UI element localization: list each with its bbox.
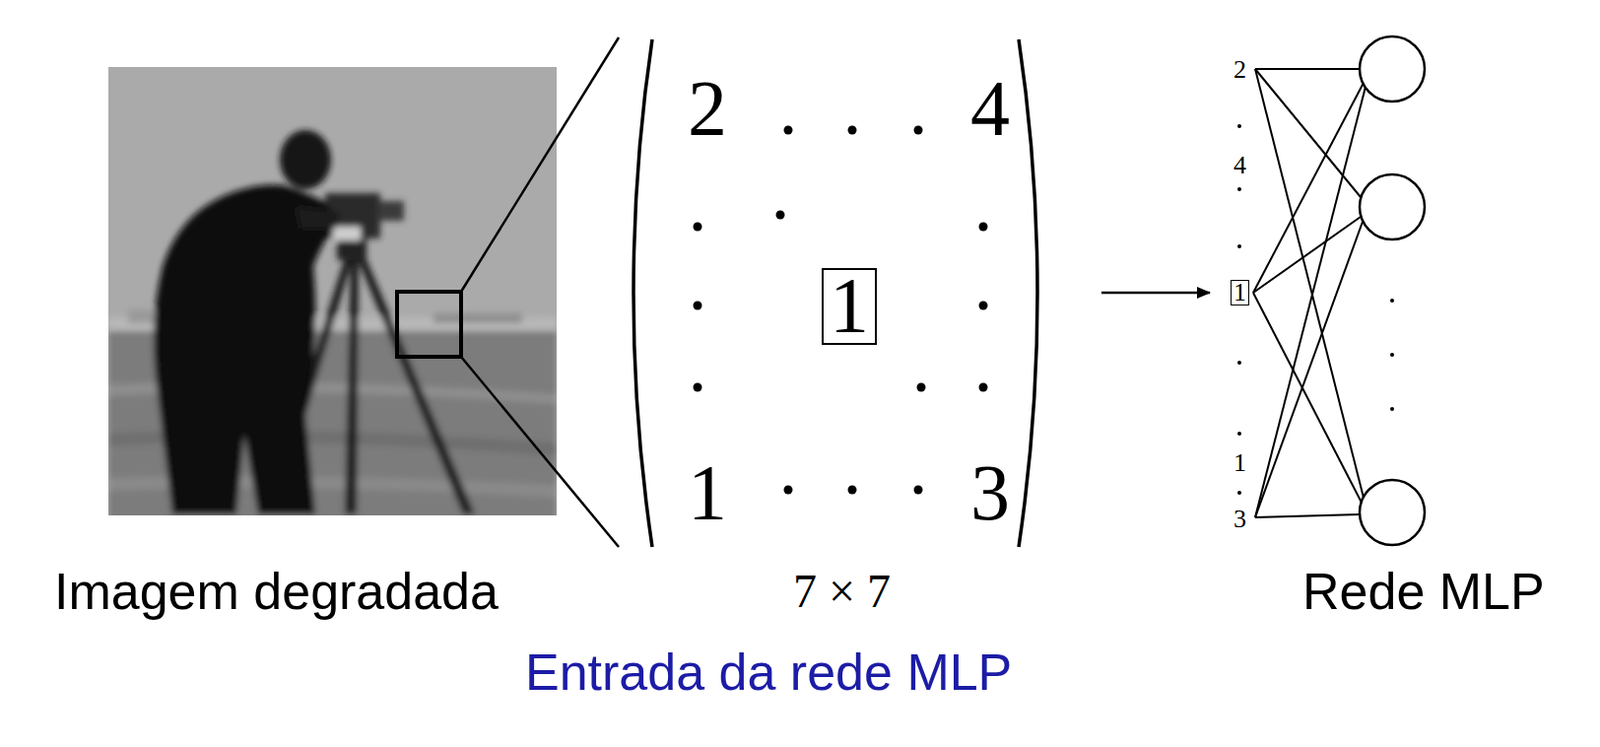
zoom-line: [461, 356, 619, 547]
neuron: [1359, 36, 1425, 545]
box-text: 1: [829, 269, 869, 343]
matrix-bracket: [1018, 39, 1038, 547]
flow-arrow: [1101, 291, 1210, 295]
degraded-photo: [108, 66, 557, 516]
image-label: Imagem degradada: [54, 565, 499, 617]
center-pixel-box: 1: [821, 267, 877, 345]
box-text: 1: [1233, 280, 1247, 305]
neuron-dots: [1390, 298, 1395, 411]
input-value: 1: [1233, 450, 1247, 476]
input-value: 4: [1233, 152, 1247, 179]
input-dots: [1237, 124, 1242, 495]
zoom-line: [461, 37, 619, 292]
size-label: 7 × 7: [793, 567, 891, 615]
matrix-bracket: [633, 39, 653, 547]
matrix-entry: 4: [970, 68, 1010, 148]
network-label: Rede MLP: [1302, 565, 1545, 617]
network-weights: [1253, 68, 1366, 518]
matrix-entry: 1: [687, 453, 728, 533]
matrix-entry: 2: [687, 68, 728, 148]
input-pixel-box: 1: [1230, 279, 1250, 306]
input-value: 3: [1233, 506, 1247, 533]
input-value: 2: [1233, 57, 1247, 83]
matrix-dots: [693, 126, 989, 495]
caption: Entrada da rede MLP: [525, 646, 1012, 698]
matrix-entry: 3: [970, 453, 1010, 533]
